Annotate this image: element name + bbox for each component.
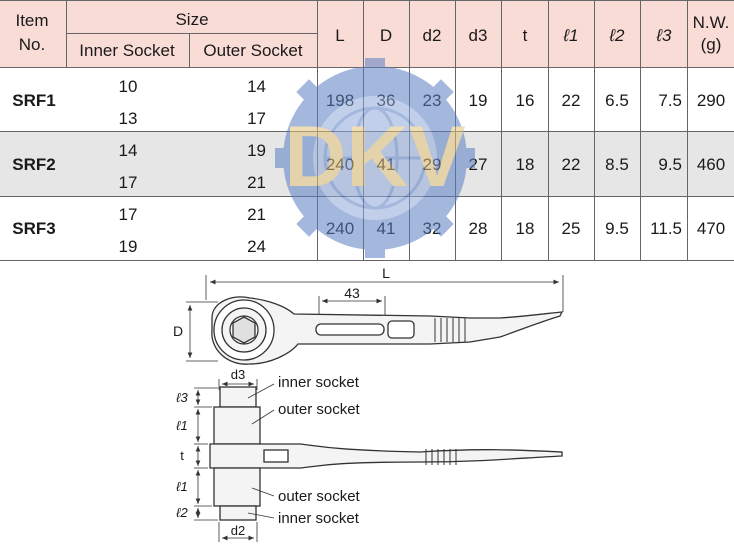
- header-nw: N.W.: [693, 13, 730, 32]
- row-nw: 460: [697, 155, 725, 174]
- label-inner-socket-bottom: inner socket: [278, 510, 360, 527]
- row-inner-socket: 10: [119, 77, 138, 96]
- row-L: 240: [326, 155, 354, 174]
- row-D: 36: [377, 91, 396, 110]
- header-no: No.: [19, 35, 45, 54]
- header-t: t: [523, 26, 528, 45]
- table-row: SRF2 14 17 19 21 240 41 29 27 18 22 8.5 …: [12, 141, 725, 192]
- wrench-top-view: [186, 275, 564, 365]
- header-nw-unit: (g): [701, 35, 722, 54]
- table-row: SRF3 17 19 21 24 240 41 32 28 18 25 9.5 …: [12, 205, 725, 256]
- row-L: 198: [326, 91, 354, 110]
- header-outer-socket: Outer Socket: [203, 41, 302, 60]
- row-l1: 22: [562, 91, 581, 110]
- side-view-dimensions: [194, 379, 275, 542]
- header-L: L: [335, 26, 344, 45]
- row-t: 18: [516, 219, 535, 238]
- row-inner-socket: 14: [119, 141, 138, 160]
- dim-t-label: t: [180, 448, 184, 463]
- dim-43-label: 43: [344, 285, 360, 301]
- row-item: SRF1: [12, 91, 55, 110]
- row-l3: 11.5: [650, 219, 682, 238]
- row-D: 41: [377, 155, 396, 174]
- row-l3: 9.5: [658, 155, 682, 174]
- header-inner-socket: Inner Socket: [79, 41, 175, 60]
- dim-l2-label: ℓ2: [176, 505, 188, 520]
- row-inner-socket: 17: [119, 205, 138, 224]
- header-D: D: [380, 26, 392, 45]
- row-D: 41: [377, 219, 396, 238]
- row-d3: 28: [469, 219, 488, 238]
- row-L: 240: [326, 219, 354, 238]
- row-l1: 22: [562, 155, 581, 174]
- dim-d2-label: d2: [231, 523, 245, 538]
- header-d2: d2: [423, 26, 442, 45]
- row-l2: 9.5: [605, 219, 629, 238]
- row-d2: 32: [423, 219, 442, 238]
- label-inner-socket-top: inner socket: [278, 374, 360, 391]
- row-outer-socket: 24: [247, 237, 266, 256]
- row-t: 18: [516, 155, 535, 174]
- row-d3: 27: [469, 155, 488, 174]
- row-item: SRF2: [12, 155, 55, 174]
- label-outer-socket-bottom: outer socket: [278, 488, 361, 505]
- row-outer-socket: 17: [247, 109, 266, 128]
- row-d2: 29: [423, 155, 442, 174]
- row-inner-socket: 13: [119, 109, 138, 128]
- row-outer-socket: 21: [247, 205, 266, 224]
- row-d3: 19: [469, 91, 488, 110]
- row-inner-socket: 19: [119, 237, 138, 256]
- row-l3: 7.5: [658, 91, 682, 110]
- row-nw: 290: [697, 91, 725, 110]
- label-outer-socket-top: outer socket: [278, 401, 361, 418]
- wrench-diagrams: L 43 D: [173, 265, 564, 542]
- row-d2: 23: [423, 91, 442, 110]
- dim-l3-label: ℓ3: [176, 390, 188, 405]
- row-outer-socket: 19: [247, 141, 266, 160]
- wrench-side-view: [209, 386, 563, 521]
- dim-L-label: L: [382, 265, 390, 281]
- header-l2: ℓ2: [609, 26, 625, 45]
- row-nw: 470: [697, 219, 725, 238]
- dim-d3-label: d3: [231, 367, 245, 382]
- header-l1: ℓ1: [563, 26, 579, 45]
- dim-l1-bottom-label: ℓ1: [176, 479, 187, 494]
- table-row: SRF1 10 13 14 17 198 36 23 19 16 22 6.5 …: [12, 77, 725, 128]
- row-outer-socket: 21: [247, 173, 266, 192]
- dim-l1-top-label: ℓ1: [176, 418, 187, 433]
- dim-D-label: D: [173, 323, 183, 339]
- row-inner-socket: 17: [119, 173, 138, 192]
- header-d3: d3: [469, 26, 488, 45]
- row-l1: 25: [562, 219, 581, 238]
- spec-table: Item No. Size Inner Socket Outer Socket …: [0, 0, 734, 261]
- row-l2: 6.5: [605, 91, 629, 110]
- header-size: Size: [175, 10, 208, 29]
- row-outer-socket: 14: [247, 77, 266, 96]
- row-t: 16: [516, 91, 535, 110]
- header-l3: ℓ3: [656, 26, 672, 45]
- row-item: SRF3: [12, 219, 55, 238]
- header-item: Item: [15, 11, 48, 30]
- row-l2: 8.5: [605, 155, 629, 174]
